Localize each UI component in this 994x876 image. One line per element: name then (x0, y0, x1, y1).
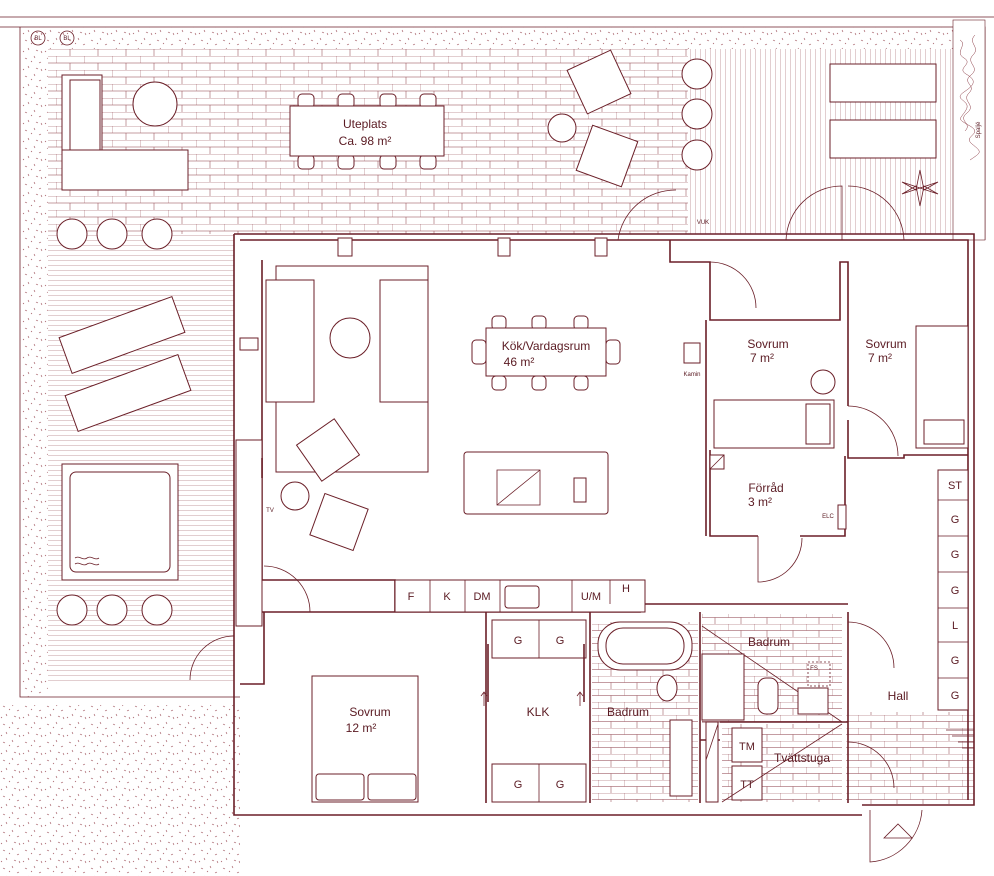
appliance-k: K (443, 591, 451, 603)
windows (235, 237, 608, 627)
room-uteplats-name: Uteplats (343, 117, 387, 131)
hall-g1: G (951, 514, 960, 526)
kitchen-island (463, 451, 609, 515)
room-sovrum1-area: 7 m² (750, 351, 774, 365)
hall-g3: G (951, 585, 960, 597)
room-sovrum3-area: 12 m² (346, 721, 377, 735)
room-sovrum1-name: Sovrum (747, 337, 788, 351)
laundry-tt: TT (740, 779, 754, 791)
hedge (952, 19, 986, 241)
hall-l: L (952, 620, 958, 632)
room-sovrum2-area: 7 m² (868, 351, 892, 365)
klk-g1: G (514, 635, 523, 647)
appliance-h: H (622, 583, 630, 595)
hall-tile (846, 712, 974, 804)
kitchen-counter (394, 579, 646, 613)
room-hall: Hall (888, 689, 909, 703)
room-tvattstuga: Tvättstuga (774, 751, 830, 765)
room-badrum2: Badrum (748, 635, 790, 649)
ground-lower-left (0, 705, 240, 876)
dining-table-in (471, 315, 621, 391)
plants (56, 58, 939, 626)
kamin-label: Kamin (683, 372, 700, 378)
klk-g3: G (514, 779, 523, 791)
fs-label: FS (810, 666, 818, 672)
tv-label: TV (266, 508, 274, 514)
room-sovrum3-name: Sovrum (349, 705, 390, 719)
bl2: BL (63, 36, 71, 42)
room-kok-area: 46 m² (504, 355, 535, 369)
room-kok-name: Kök/Vardagsrum (502, 339, 590, 353)
laundry-tm: TM (739, 741, 755, 753)
hall-storage (937, 469, 969, 711)
appliance-f: F (408, 591, 415, 603)
appliance-dm: DM (473, 591, 490, 603)
elc-label: ELC (822, 514, 834, 520)
room-forrad-name: Förråd (748, 481, 783, 495)
door-swings (189, 185, 923, 863)
room-forrad-area: 3 m² (748, 495, 772, 509)
hall-g5: G (951, 690, 960, 702)
hall-st: ST (948, 480, 962, 492)
ground-border-left (20, 27, 48, 697)
sunbeds-top (829, 63, 937, 159)
outdoor-sofa (61, 74, 189, 191)
bl1: BL (34, 36, 42, 42)
hall-g2: G (951, 549, 960, 561)
sunbeds-left (58, 295, 192, 433)
klk-g2: G (556, 635, 565, 647)
ground-border-top (20, 27, 985, 49)
klk-closets (480, 619, 587, 803)
spalje-label: Spaljé (976, 121, 982, 138)
room-badrum1: Badrum (607, 705, 649, 719)
klk-g4: G (556, 779, 565, 791)
room-uteplats-area: Ca. 98 m² (339, 134, 392, 148)
hall-g4: G (951, 655, 960, 667)
room-klk: KLK (527, 705, 550, 719)
labels: BL BL Uteplats Ca. 98 m² Kök/Vardagsrum … (30, 30, 982, 791)
vuk-label: VUK (697, 220, 709, 226)
dining-table-out (289, 93, 445, 170)
hot-tub (61, 463, 179, 581)
appliance-um: U/M (581, 591, 601, 603)
room-sovrum2-name: Sovrum (865, 337, 906, 351)
